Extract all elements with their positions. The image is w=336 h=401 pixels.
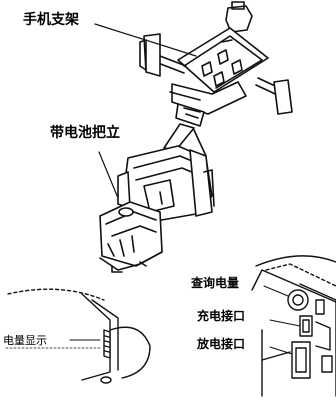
label-charge-port: 充电接口 — [197, 309, 246, 323]
label-level-display: 电量显示 — [3, 334, 47, 347]
label-check-level: 查询电量 — [191, 276, 240, 290]
phone-holder-drawing — [139, 1, 293, 127]
label-discharge-port: 放电接口 — [197, 337, 246, 351]
label-battery-grip: 带电池把立 — [50, 125, 120, 141]
battery-grip-drawing — [99, 145, 215, 273]
level-display-detail — [5, 288, 151, 384]
ports-detail — [251, 255, 336, 397]
label-phone-holder: 手机支架 — [23, 12, 79, 28]
